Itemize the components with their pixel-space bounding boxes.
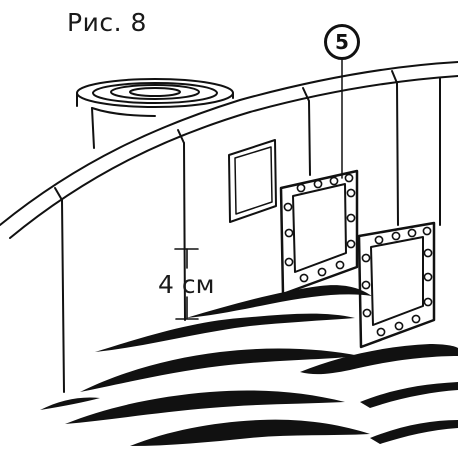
gasket-frame-1 <box>279 169 359 296</box>
dimension-label: 4 см <box>158 270 215 299</box>
figure-label: Рис. 8 <box>67 8 147 37</box>
skimmer-drum <box>76 78 234 149</box>
rim-joints <box>54 70 398 201</box>
water-waves <box>40 285 458 446</box>
gasket-frame-2 <box>357 221 436 349</box>
pool-rim-outer <box>0 61 458 226</box>
callout-badge: 5 <box>324 24 360 60</box>
wall-seams <box>61 77 441 393</box>
dimension-marker <box>174 248 199 320</box>
wall-opening <box>228 139 277 223</box>
